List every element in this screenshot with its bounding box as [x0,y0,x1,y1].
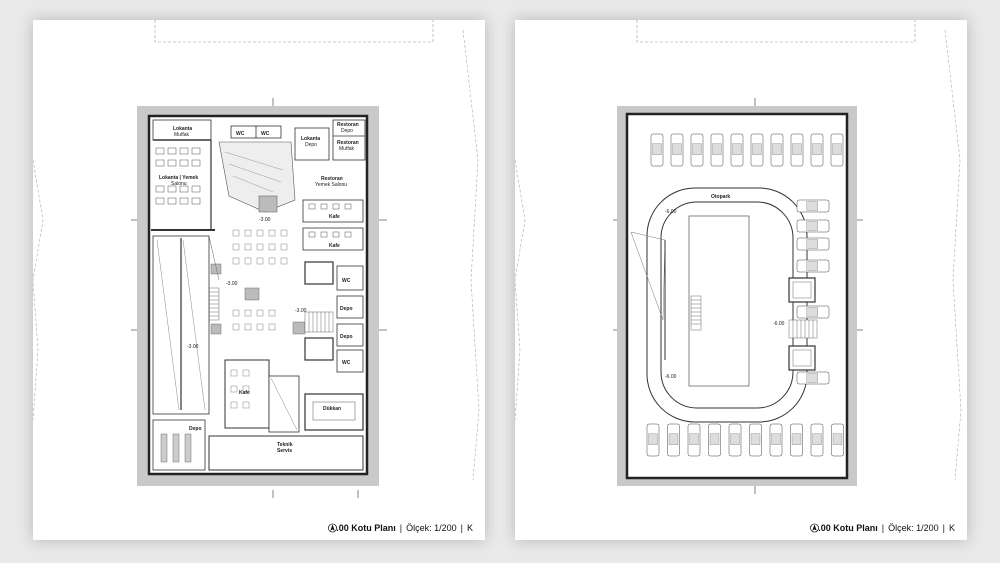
floor-plan-minus-6: Otopark -6.00 -6.00 -6.00 [515,20,962,494]
room-label: WC [261,131,270,137]
plan-title: -3.00 Kotu Planı [328,523,396,533]
room-label: Kafe [329,243,340,249]
room-label: Lokanta [173,126,192,132]
car-window [672,143,682,155]
svg-text:-3.00: -3.00 [295,308,307,314]
north-arrow-icon [328,523,338,533]
north-label: K [466,523,473,533]
car-window [750,433,761,445]
floor-plan-minus-3: Lokanta Mutfak WC WC Lokanta Depo Restor… [33,20,480,498]
svg-text:-3.00: -3.00 [259,217,271,223]
car-window [712,143,722,155]
car-window [648,433,658,445]
car-window [668,433,679,445]
plan-scale: Ölçek: 1/200 [406,523,457,533]
room-labels: Lokanta Mutfak WC WC Lokanta Depo Restor… [159,122,359,454]
car-window [791,433,802,445]
car-window [732,143,742,155]
room-label: WC [342,278,351,284]
room-label: Depo [341,128,353,134]
plan-sheet-minus-3: Lokanta Mutfak WC WC Lokanta Depo Restor… [33,20,485,540]
car-window [709,433,720,445]
car-window [806,261,818,271]
car-window [692,143,702,155]
plan-sheet-minus-6: Otopark -6.00 -6.00 -6.00 -6.00 Kotu Pla… [515,20,967,540]
room-label: Depo [189,426,202,432]
room-label: Kafe [329,214,340,220]
lokanta-tables [155,147,201,205]
room-label: Dükkan [323,406,341,412]
car-window [806,307,818,317]
car-window [806,221,818,231]
level-marker-icon: -3.00 -3.00 -3.00 -3.00 [187,217,307,350]
svg-text:-3.00: -3.00 [187,344,199,350]
car-window [689,433,699,445]
svg-text:-3.00: -3.00 [226,281,238,287]
room-label: Restoran [337,122,359,128]
north-label: K [948,523,955,533]
car-window [752,143,762,155]
car-window [806,201,818,211]
room-label: WC [236,131,245,137]
car-window [652,143,662,155]
car-window [812,143,822,155]
plan-caption: -3.00 Kotu Planı | Ölçek: 1/200 | K [328,523,473,533]
car-window [832,143,842,155]
car-window [772,143,782,155]
room-label: Mutfak [339,146,355,152]
car-window [806,373,818,383]
room-label: Kafe [239,390,250,396]
room-label: Depo [340,306,353,312]
parking-cars [646,133,844,457]
room-label: WC [342,360,351,366]
north-arrow-icon [810,523,820,533]
svg-text:-6.00: -6.00 [665,374,677,380]
room-label: Servis [277,448,292,454]
plan-scale: Ölçek: 1/200 [888,523,939,533]
room-label: Restoran [337,140,359,146]
car-window [806,239,818,249]
room-label: Salonu [171,181,187,187]
plan-caption: -6.00 Kotu Planı | Ölçek: 1/200 | K [810,523,955,533]
svg-text:-6.00: -6.00 [665,209,677,215]
room-label-otopark: Otopark [711,194,730,200]
car-window [771,433,781,445]
room-label: Yemek Salonu [315,182,347,188]
cafe-tables [232,229,288,331]
svg-text:-6.00: -6.00 [773,321,785,327]
plan-title: -6.00 Kotu Planı [810,523,878,533]
room-label: Restoran [321,176,343,182]
room-label: Depo [340,334,353,340]
room-label: Lokanta [301,136,320,142]
car-window [832,433,843,445]
car-window [730,433,740,445]
room-label: Teknik [277,442,293,448]
room-label: Mutfak [174,132,190,138]
car-window [812,433,822,445]
room-label: Depo [305,142,317,148]
level-marker-icon: -6.00 -6.00 -6.00 [665,209,785,380]
car-window [792,143,802,155]
room-label: Lokanta | Yemek [159,175,198,181]
